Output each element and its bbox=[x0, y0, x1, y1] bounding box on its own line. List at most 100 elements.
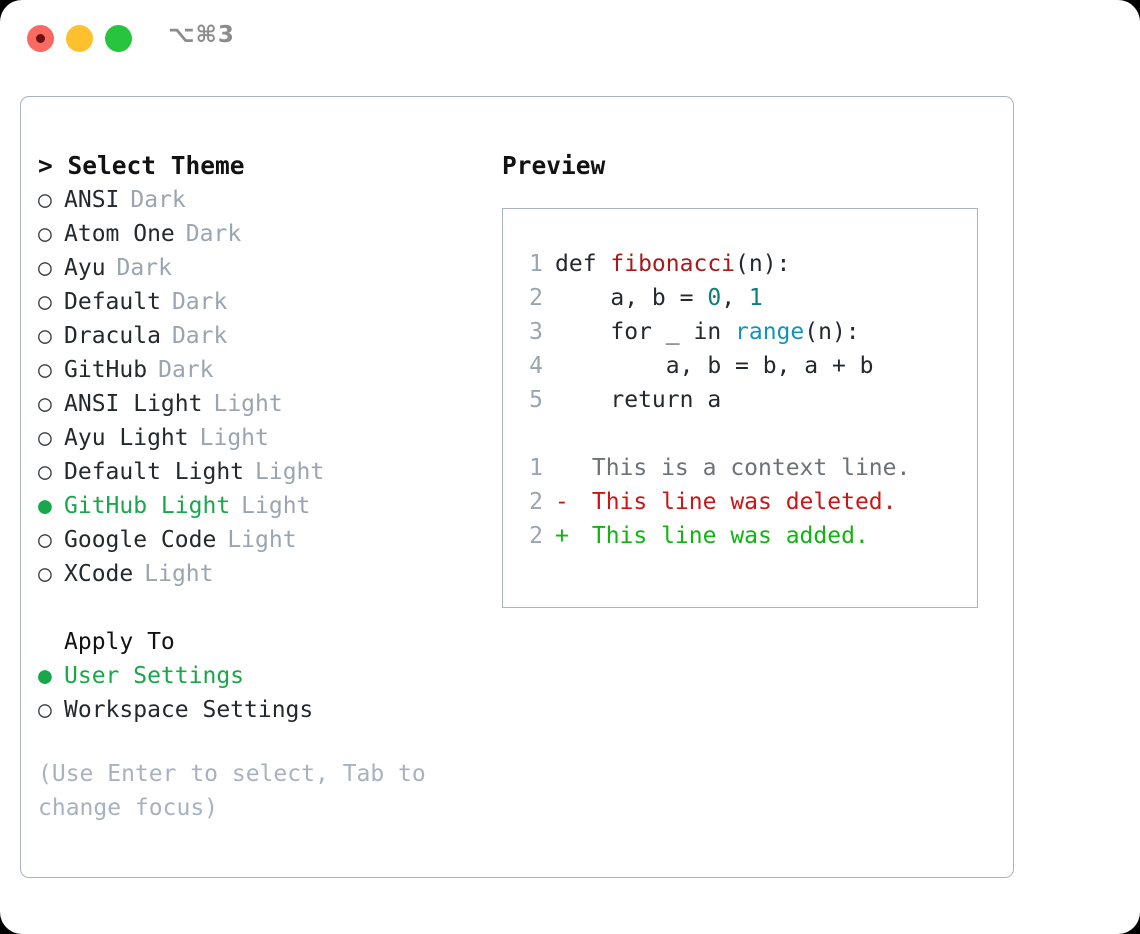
radio-unselected-icon[interactable]: ○ bbox=[38, 289, 52, 315]
theme-variant-badge: Light bbox=[241, 493, 311, 519]
diff-line: 2+ This line was added. bbox=[515, 519, 910, 553]
theme-name-label: XCode bbox=[64, 561, 134, 587]
theme-name-label: Ayu bbox=[64, 255, 106, 281]
apply-to-option[interactable]: ○Workspace Settings bbox=[38, 693, 488, 727]
keyboard-hint-text: (Use Enter to select, Tab to change focu… bbox=[38, 761, 440, 821]
diff-text: This line was deleted. bbox=[578, 489, 897, 515]
radio-unselected-icon[interactable]: ○ bbox=[38, 527, 52, 553]
theme-name-label: Dracula bbox=[64, 323, 161, 349]
radio-unselected-icon[interactable]: ○ bbox=[38, 255, 52, 281]
radio-unselected-icon[interactable]: ○ bbox=[38, 561, 52, 587]
radio-unselected-icon[interactable]: ○ bbox=[38, 221, 52, 247]
preview-heading: Preview bbox=[502, 151, 606, 180]
code-token: range bbox=[735, 319, 805, 345]
theme-variant-badge: Dark bbox=[130, 187, 186, 213]
theme-list-item[interactable]: ○ Dracula Dark bbox=[38, 319, 488, 353]
diff-line: 2- This line was deleted. bbox=[515, 485, 910, 519]
theme-variant-badge: Light bbox=[199, 425, 269, 451]
theme-name-label: Atom One bbox=[64, 221, 175, 247]
code-line: 4 a, b = b, a + b bbox=[515, 349, 910, 383]
theme-list-item[interactable]: ○ ANSI Dark bbox=[38, 183, 488, 217]
theme-name-label: Google Code bbox=[64, 527, 217, 553]
code-token: (n): bbox=[735, 251, 791, 277]
diff-marker: + bbox=[555, 523, 569, 549]
code-token: def bbox=[555, 251, 611, 277]
code-token: for _ in bbox=[555, 319, 736, 345]
close-button[interactable] bbox=[27, 25, 54, 52]
theme-name-label: GitHub bbox=[64, 357, 148, 383]
radio-unselected-icon[interactable]: ○ bbox=[38, 459, 52, 485]
keyboard-shortcut-label: ⌥⌘3 bbox=[168, 22, 235, 48]
theme-name-label: Default bbox=[64, 289, 161, 315]
theme-variant-badge: Dark bbox=[171, 289, 228, 315]
code-line: 3 for _ in range(n): bbox=[515, 315, 910, 349]
radio-unselected-icon[interactable]: ○ bbox=[38, 323, 52, 349]
maximize-button[interactable] bbox=[105, 25, 132, 52]
theme-name-label: GitHub Light bbox=[64, 493, 231, 519]
code-token: a, b = b, a + b bbox=[555, 353, 874, 379]
code-line: 5 return a bbox=[515, 383, 910, 417]
code-token: , bbox=[721, 285, 749, 311]
code-line: 2 a, b = 0, 1 bbox=[515, 281, 910, 315]
code-token: fibonacci bbox=[610, 251, 736, 277]
code-token: 1 bbox=[748, 285, 763, 311]
title-bar: ⌥⌘3 bbox=[0, 0, 1140, 76]
theme-variant-badge: Dark bbox=[185, 221, 242, 247]
code-token: a, b = bbox=[555, 285, 708, 311]
theme-name-label: Default Light bbox=[64, 459, 245, 485]
theme-list-item[interactable]: ○ Atom One Dark bbox=[38, 217, 488, 251]
theme-list-item[interactable]: ● GitHub Light Light bbox=[38, 489, 488, 523]
theme-list-item[interactable]: ○ XCode Light bbox=[38, 557, 488, 591]
line-number: 3 bbox=[529, 319, 543, 345]
apply-to-heading-label: Apply To bbox=[64, 629, 175, 655]
window-controls bbox=[27, 25, 132, 52]
radio-unselected-icon[interactable]: ○ bbox=[38, 357, 52, 383]
diff-marker bbox=[555, 451, 578, 485]
theme-name-label: ANSI bbox=[64, 187, 120, 213]
apply-to-option[interactable]: ●User Settings bbox=[38, 659, 488, 693]
radio-unselected-icon[interactable]: ○ bbox=[38, 697, 52, 723]
theme-variant-badge: Dark bbox=[171, 323, 228, 349]
theme-variant-badge: Light bbox=[144, 561, 214, 587]
radio-selected-icon[interactable]: ● bbox=[38, 493, 52, 519]
radio-unselected-icon[interactable]: ○ bbox=[38, 391, 52, 417]
diff-line: 1 This is a context line. bbox=[515, 451, 910, 485]
line-number: 1 bbox=[529, 455, 543, 481]
line-number: 2 bbox=[529, 285, 543, 311]
apply-to-marker-placeholder: ○ bbox=[38, 625, 64, 659]
select-theme-heading: > Select Theme bbox=[38, 151, 245, 180]
apply-to-options[interactable]: ●User Settings○Workspace Settings bbox=[38, 659, 488, 727]
line-number: 5 bbox=[529, 387, 543, 413]
theme-list-item[interactable]: ○ Default Light Light bbox=[38, 455, 488, 489]
code-token: 0 bbox=[707, 285, 722, 311]
theme-variant-badge: Light bbox=[213, 391, 283, 417]
radio-unselected-icon[interactable]: ○ bbox=[38, 187, 52, 213]
theme-list-item[interactable]: ○ Default Dark bbox=[38, 285, 488, 319]
list-spacer bbox=[38, 591, 488, 625]
apply-to-heading: ○ Apply To bbox=[38, 625, 488, 659]
diff-text: This is a context line. bbox=[578, 455, 911, 481]
code-token: return a bbox=[555, 387, 722, 413]
line-number: 1 bbox=[529, 251, 543, 277]
theme-variant-badge: Light bbox=[255, 459, 325, 485]
minimize-button[interactable] bbox=[66, 25, 93, 52]
code-token: (n): bbox=[804, 319, 860, 345]
radio-selected-icon[interactable]: ● bbox=[38, 663, 52, 689]
radio-unselected-icon[interactable]: ○ bbox=[38, 425, 52, 451]
theme-variant-badge: Dark bbox=[116, 255, 172, 281]
diff-marker: - bbox=[555, 489, 569, 515]
theme-list-item[interactable]: ○ Ayu Dark bbox=[38, 251, 488, 285]
line-number: 2 bbox=[529, 523, 543, 549]
code-line: 1 def fibonacci(n): bbox=[515, 247, 910, 281]
